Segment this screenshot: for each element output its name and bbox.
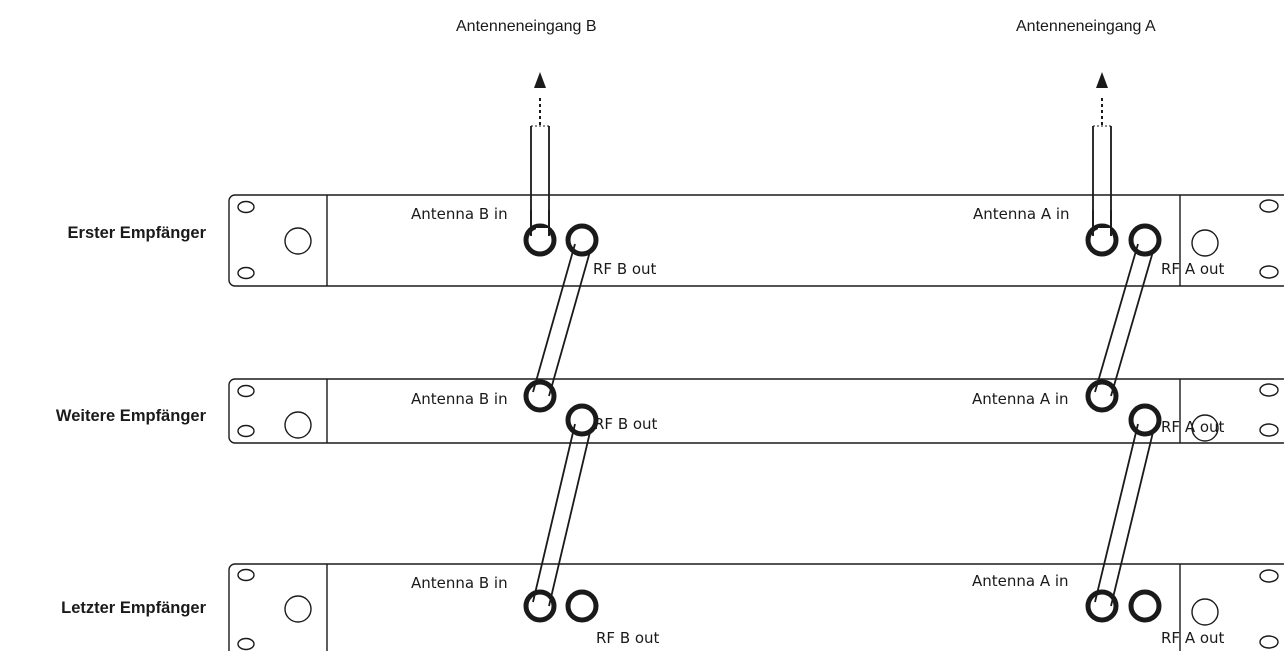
antenna-a-in-connector <box>1085 589 1119 623</box>
antenna-input-b-label: Antenneneingang B <box>456 18 597 35</box>
mounting-slot-icon <box>237 200 255 214</box>
arrow-up-icon <box>1096 72 1108 88</box>
antenna-a-in-label: Antenna A in <box>972 572 1069 590</box>
antenna-a-in-connector <box>1085 223 1119 257</box>
handle-hole-icon <box>284 227 312 255</box>
rack-chassis <box>228 194 1284 287</box>
antenna-b-in-connector <box>523 589 557 623</box>
mounting-slot-icon <box>237 424 255 438</box>
antenna-feed-b <box>530 72 550 236</box>
mounting-slot-icon <box>237 266 255 280</box>
mounting-slot-icon <box>237 568 255 582</box>
mounting-slot-icon <box>1259 423 1279 437</box>
arrow-up-icon <box>534 72 546 88</box>
cable-a-1-to-2 <box>1094 243 1155 397</box>
cable-b-1-to-2 <box>532 243 592 397</box>
handle-hole-icon <box>284 595 312 623</box>
cable-b-2-to-3 <box>532 423 592 607</box>
cable-a-2-to-3 <box>1094 423 1155 607</box>
antenna-a-in-label: Antenna A in <box>973 205 1070 223</box>
mounting-slot-icon <box>1259 635 1279 649</box>
handle-hole-icon <box>1191 598 1219 626</box>
rf-b-out-connector <box>565 403 599 437</box>
rf-a-out-label: RF A out <box>1161 260 1225 278</box>
receiver-name-last: Letzter Empfänger <box>61 599 206 617</box>
rf-b-out-connector <box>565 223 599 257</box>
rf-b-out-connector <box>565 589 599 623</box>
receiver-name-first: Erster Empfänger <box>68 224 207 242</box>
rf-a-out-connector <box>1128 223 1162 257</box>
mounting-slot-icon <box>1259 265 1279 279</box>
handle-hole-icon <box>284 411 312 439</box>
rf-b-out-label: RF B out <box>593 260 657 278</box>
rack-chassis <box>228 563 1284 656</box>
rf-b-out-label: RF B out <box>596 629 660 647</box>
antenna-b-in-label: Antenna B in <box>411 574 508 592</box>
receiver-unit-middle <box>228 378 1284 444</box>
antenna-a-in-connector <box>1085 379 1119 413</box>
antenna-feed-a <box>1092 72 1112 236</box>
antenna-b-in-connector <box>523 223 557 257</box>
mounting-slot-icon <box>1259 569 1279 583</box>
mounting-slot-icon <box>237 637 255 651</box>
receiver-name-middle: Weitere Empfänger <box>56 407 207 425</box>
mounting-slot-icon <box>1259 199 1279 213</box>
rack-chassis <box>228 378 1284 444</box>
rf-a-out-connector <box>1128 589 1162 623</box>
cascade-cables <box>532 243 1155 607</box>
handle-hole-icon <box>1191 414 1219 442</box>
antenna-b-in-label: Antenna B in <box>411 390 508 408</box>
rf-a-out-connector <box>1128 403 1162 437</box>
mounting-slot-icon <box>237 384 255 398</box>
rf-a-out-label: RF A out <box>1161 418 1225 436</box>
rf-a-out-label: RF A out <box>1161 629 1225 647</box>
antenna-input-a-label: Antenneneingang A <box>1016 18 1156 35</box>
antenna-b-in-connector <box>523 379 557 413</box>
handle-hole-icon <box>1191 229 1219 257</box>
receiver-unit-first <box>228 194 1284 287</box>
rf-b-out-label: RF B out <box>594 415 658 433</box>
receiver-unit-last <box>228 563 1284 656</box>
antenna-a-in-label: Antenna A in <box>972 390 1069 408</box>
mounting-slot-icon <box>1259 383 1279 397</box>
antenna-b-in-label: Antenna B in <box>411 205 508 223</box>
